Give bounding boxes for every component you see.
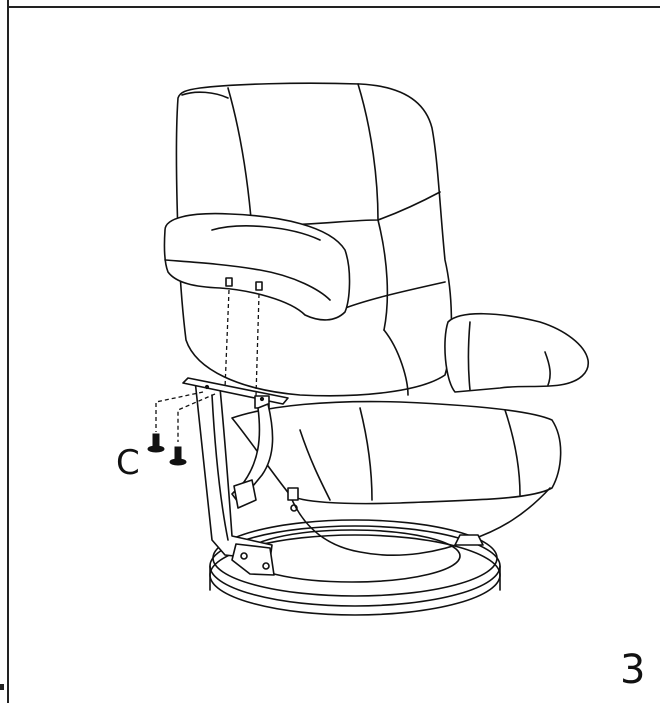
frame-left-border	[7, 0, 9, 703]
swivel-base	[209, 519, 501, 616]
alignment-guides	[155, 289, 260, 442]
armrest-bracket	[182, 377, 289, 509]
seat-cushion	[231, 400, 562, 557]
screw-icon	[147, 433, 165, 453]
frame-top-border	[7, 6, 660, 8]
side-frame-leg	[194, 379, 275, 576]
edge-mark	[0, 684, 4, 690]
part-label-c: C	[116, 443, 140, 483]
right-armrest	[444, 312, 589, 393]
left-armrest	[163, 212, 351, 321]
front-support	[287, 487, 484, 546]
step-number: 3	[620, 647, 646, 693]
screw-icon	[169, 446, 187, 466]
